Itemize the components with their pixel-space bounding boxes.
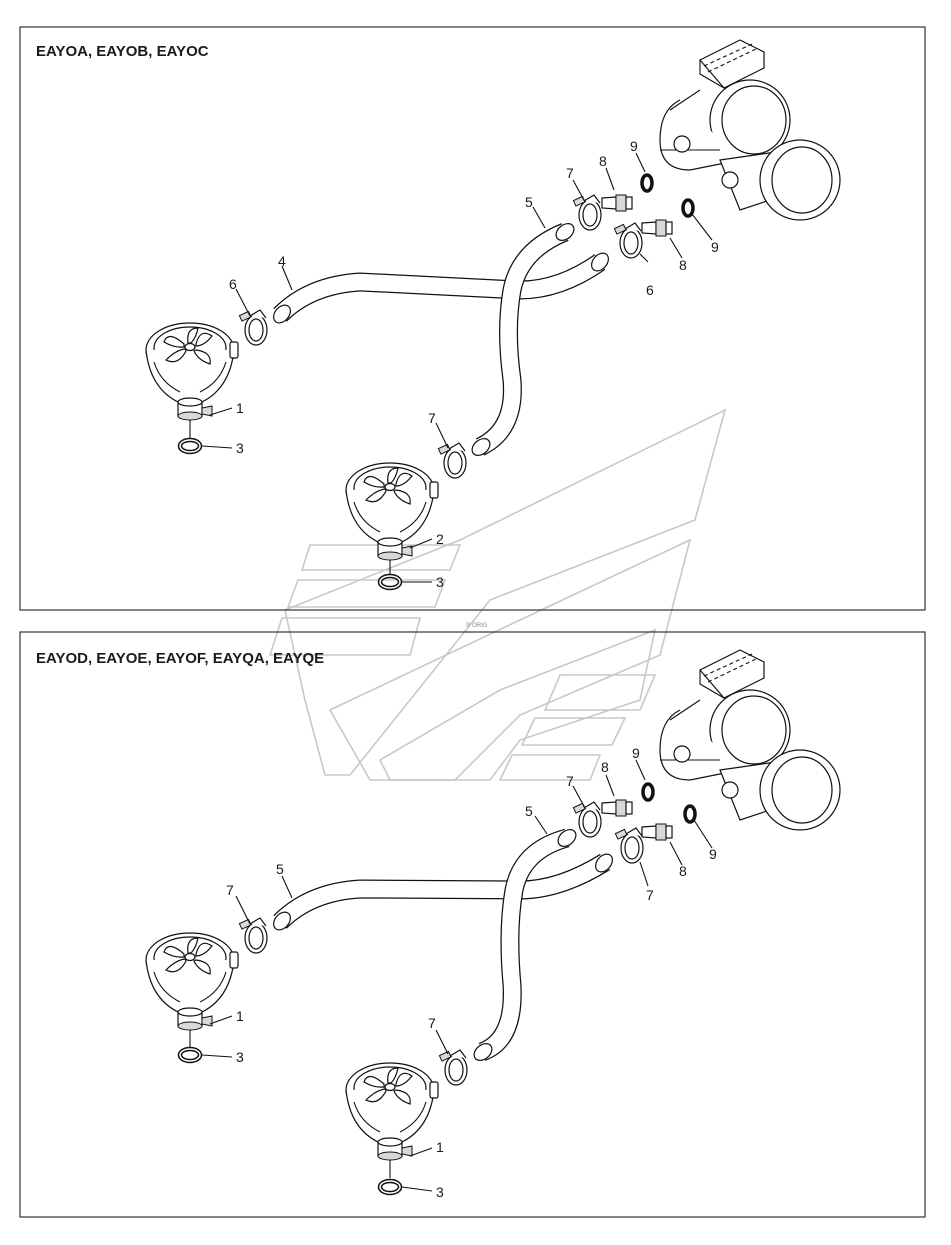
callout-label: 9 xyxy=(711,239,719,255)
o-ring-3 xyxy=(380,1181,400,1193)
o-ring-3 xyxy=(380,576,400,588)
callout-label: 9 xyxy=(632,745,640,761)
callout-label: 7 xyxy=(646,887,654,903)
o-ring-9 xyxy=(681,198,695,218)
fitting-8 xyxy=(641,219,673,237)
leader-lines xyxy=(201,759,713,1192)
drain-valve-2 xyxy=(345,462,439,579)
callout-label: 1 xyxy=(436,1139,444,1155)
o-ring-9 xyxy=(683,804,697,824)
callout-label: 6 xyxy=(229,276,237,292)
hose-5 xyxy=(471,223,575,456)
callout-label: 7 xyxy=(428,1015,436,1031)
pump-housing xyxy=(659,39,841,221)
o-ring-9 xyxy=(641,782,655,802)
panel-frame xyxy=(19,26,926,611)
panel-top: EAYOA, EAYOB, EAYOC xyxy=(19,26,926,611)
leader-lines xyxy=(201,152,713,583)
callout-label: 3 xyxy=(236,440,244,456)
hose-clamp-7 xyxy=(572,801,602,838)
callout-label: 4 xyxy=(278,253,286,269)
o-ring-3 xyxy=(180,440,200,452)
o-ring-9 xyxy=(640,173,654,193)
drain-valve-1 xyxy=(345,1062,439,1179)
drain-valve-1 xyxy=(145,932,239,1049)
panel-title: EAYOD, EAYOE, EAYOF, EAYQA, EAYQE xyxy=(36,650,324,667)
hose-clamp-7 xyxy=(238,917,268,954)
callout-label: 1 xyxy=(236,1008,244,1024)
callout-label: 3 xyxy=(436,1184,444,1200)
hose-clamp-6 xyxy=(238,309,268,346)
callout-label: 9 xyxy=(630,138,638,154)
callout-label: 2 xyxy=(436,531,444,547)
hose-clamp-7 xyxy=(614,827,644,864)
callout-label: 3 xyxy=(436,574,444,590)
hose-clamp-7 xyxy=(438,1049,468,1086)
callout-label: 7 xyxy=(566,773,574,789)
callout-label: 8 xyxy=(679,257,687,273)
hose-5 xyxy=(473,828,577,1061)
watermark-logo: ® ORIG xyxy=(268,408,727,781)
callout-label: 9 xyxy=(709,846,717,862)
callout-label: 8 xyxy=(601,759,609,775)
fitting-8 xyxy=(601,194,633,212)
hose-clamp-7 xyxy=(572,194,602,231)
fitting-8 xyxy=(641,823,673,841)
hose-clamp-7 xyxy=(437,442,467,479)
pump-housing xyxy=(659,649,841,831)
callout-label: 5 xyxy=(525,803,533,819)
callout-label: 6 xyxy=(646,282,654,298)
panel-frame xyxy=(19,631,926,1218)
watermark-text: ® ORIG xyxy=(466,622,488,629)
drain-valve-1 xyxy=(145,322,239,439)
callout-label: 7 xyxy=(226,882,234,898)
o-ring-3 xyxy=(180,1049,200,1061)
hose-4 xyxy=(273,252,609,324)
callout-label: 8 xyxy=(599,153,607,169)
callout-label: 1 xyxy=(236,400,244,416)
fitting-8 xyxy=(601,799,633,817)
hose-5 xyxy=(273,853,613,931)
callout-label: 5 xyxy=(276,861,284,877)
callout-label: 7 xyxy=(566,165,574,181)
panel-title: EAYOA, EAYOB, EAYOC xyxy=(36,43,209,60)
callout-label: 3 xyxy=(236,1049,244,1065)
callout-label: 8 xyxy=(679,863,687,879)
callout-label: 7 xyxy=(428,410,436,426)
callout-label: 5 xyxy=(525,194,533,210)
panel-bottom: EAYOD, EAYOE, EAYOF, EAYQA, EAYQE xyxy=(19,631,926,1218)
hose-clamp-6 xyxy=(613,222,643,259)
